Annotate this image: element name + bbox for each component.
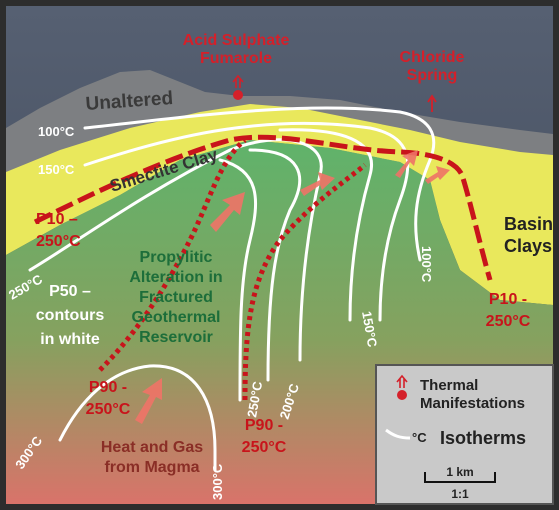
isotherm-label-300-right: 300°C (210, 463, 225, 500)
legend-isotherms-label: Isotherms (440, 428, 526, 448)
chloride-spring-symbol (427, 94, 437, 112)
fumarole-symbol (232, 74, 244, 100)
isotherm-label-100-right: 100°C (419, 246, 434, 283)
p10-dashed (33, 134, 493, 281)
flow-arrow-heat (135, 378, 162, 424)
p10-right-annotation: P10 -250°C (486, 291, 531, 330)
isotherm-300 (58, 364, 217, 472)
p90-left-annotation: P90 -250°C (86, 379, 131, 418)
legend-thermal-symbol (396, 374, 408, 400)
isotherm-200 (248, 148, 301, 382)
isotherm-label-150-left: 150°C (38, 162, 75, 177)
flow-arrows (135, 150, 450, 424)
p90-mid-dotted (242, 163, 367, 401)
scale-label: 1 km (446, 465, 473, 479)
scale-ratio-label: 1:1 (451, 487, 469, 501)
legend-degree-symbol: °C (412, 430, 427, 445)
isotherm-250-right (218, 158, 257, 402)
flow-arrow-1 (210, 192, 245, 232)
flow-arrow-3 (395, 150, 418, 178)
isotherm-100 (83, 106, 436, 262)
legend-isotherm-symbol (385, 428, 411, 440)
p90-left-dotted (98, 138, 247, 372)
scale-bar (424, 472, 496, 483)
probability-contours (33, 134, 493, 401)
p10-left-annotation: P10 –250°C (36, 211, 81, 250)
isotherm-label-250-mid: 250°C (244, 380, 265, 419)
isotherm-label-100-left: 100°C (38, 124, 75, 139)
p90-mid-annotation: P90 -250°C (242, 417, 287, 456)
flow-arrow-2 (300, 172, 335, 196)
isotherm-label-150-mid: 150°C (359, 310, 380, 349)
flow-arrow-4 (425, 166, 450, 184)
isotherm-150-left (83, 121, 410, 322)
legend-box (375, 364, 554, 505)
isotherm-150-mid (278, 128, 373, 322)
